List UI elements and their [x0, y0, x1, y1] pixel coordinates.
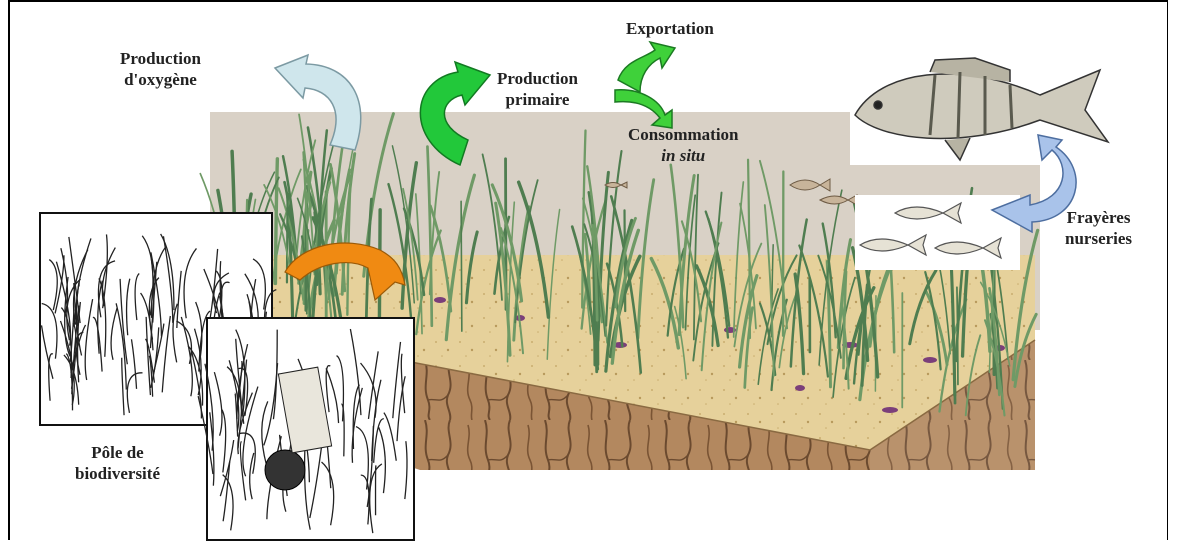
biodiversity-inset-2	[198, 318, 414, 540]
export-arrow	[618, 42, 675, 92]
label-production-oxygene: Production d'oxygène	[120, 48, 201, 90]
label-exportation: Exportation	[626, 18, 714, 39]
nursery-box	[855, 195, 1020, 270]
label-production-primaire: Production primaire	[497, 68, 578, 110]
seagrass-blade	[461, 201, 462, 331]
label-consommation: Consommation in situ	[628, 124, 739, 166]
label-frayeres: Frayères nurseries	[1065, 207, 1132, 249]
label-pole-biodiversite: Pôle de biodiversité	[75, 442, 160, 484]
seagrass-blade	[275, 159, 277, 284]
